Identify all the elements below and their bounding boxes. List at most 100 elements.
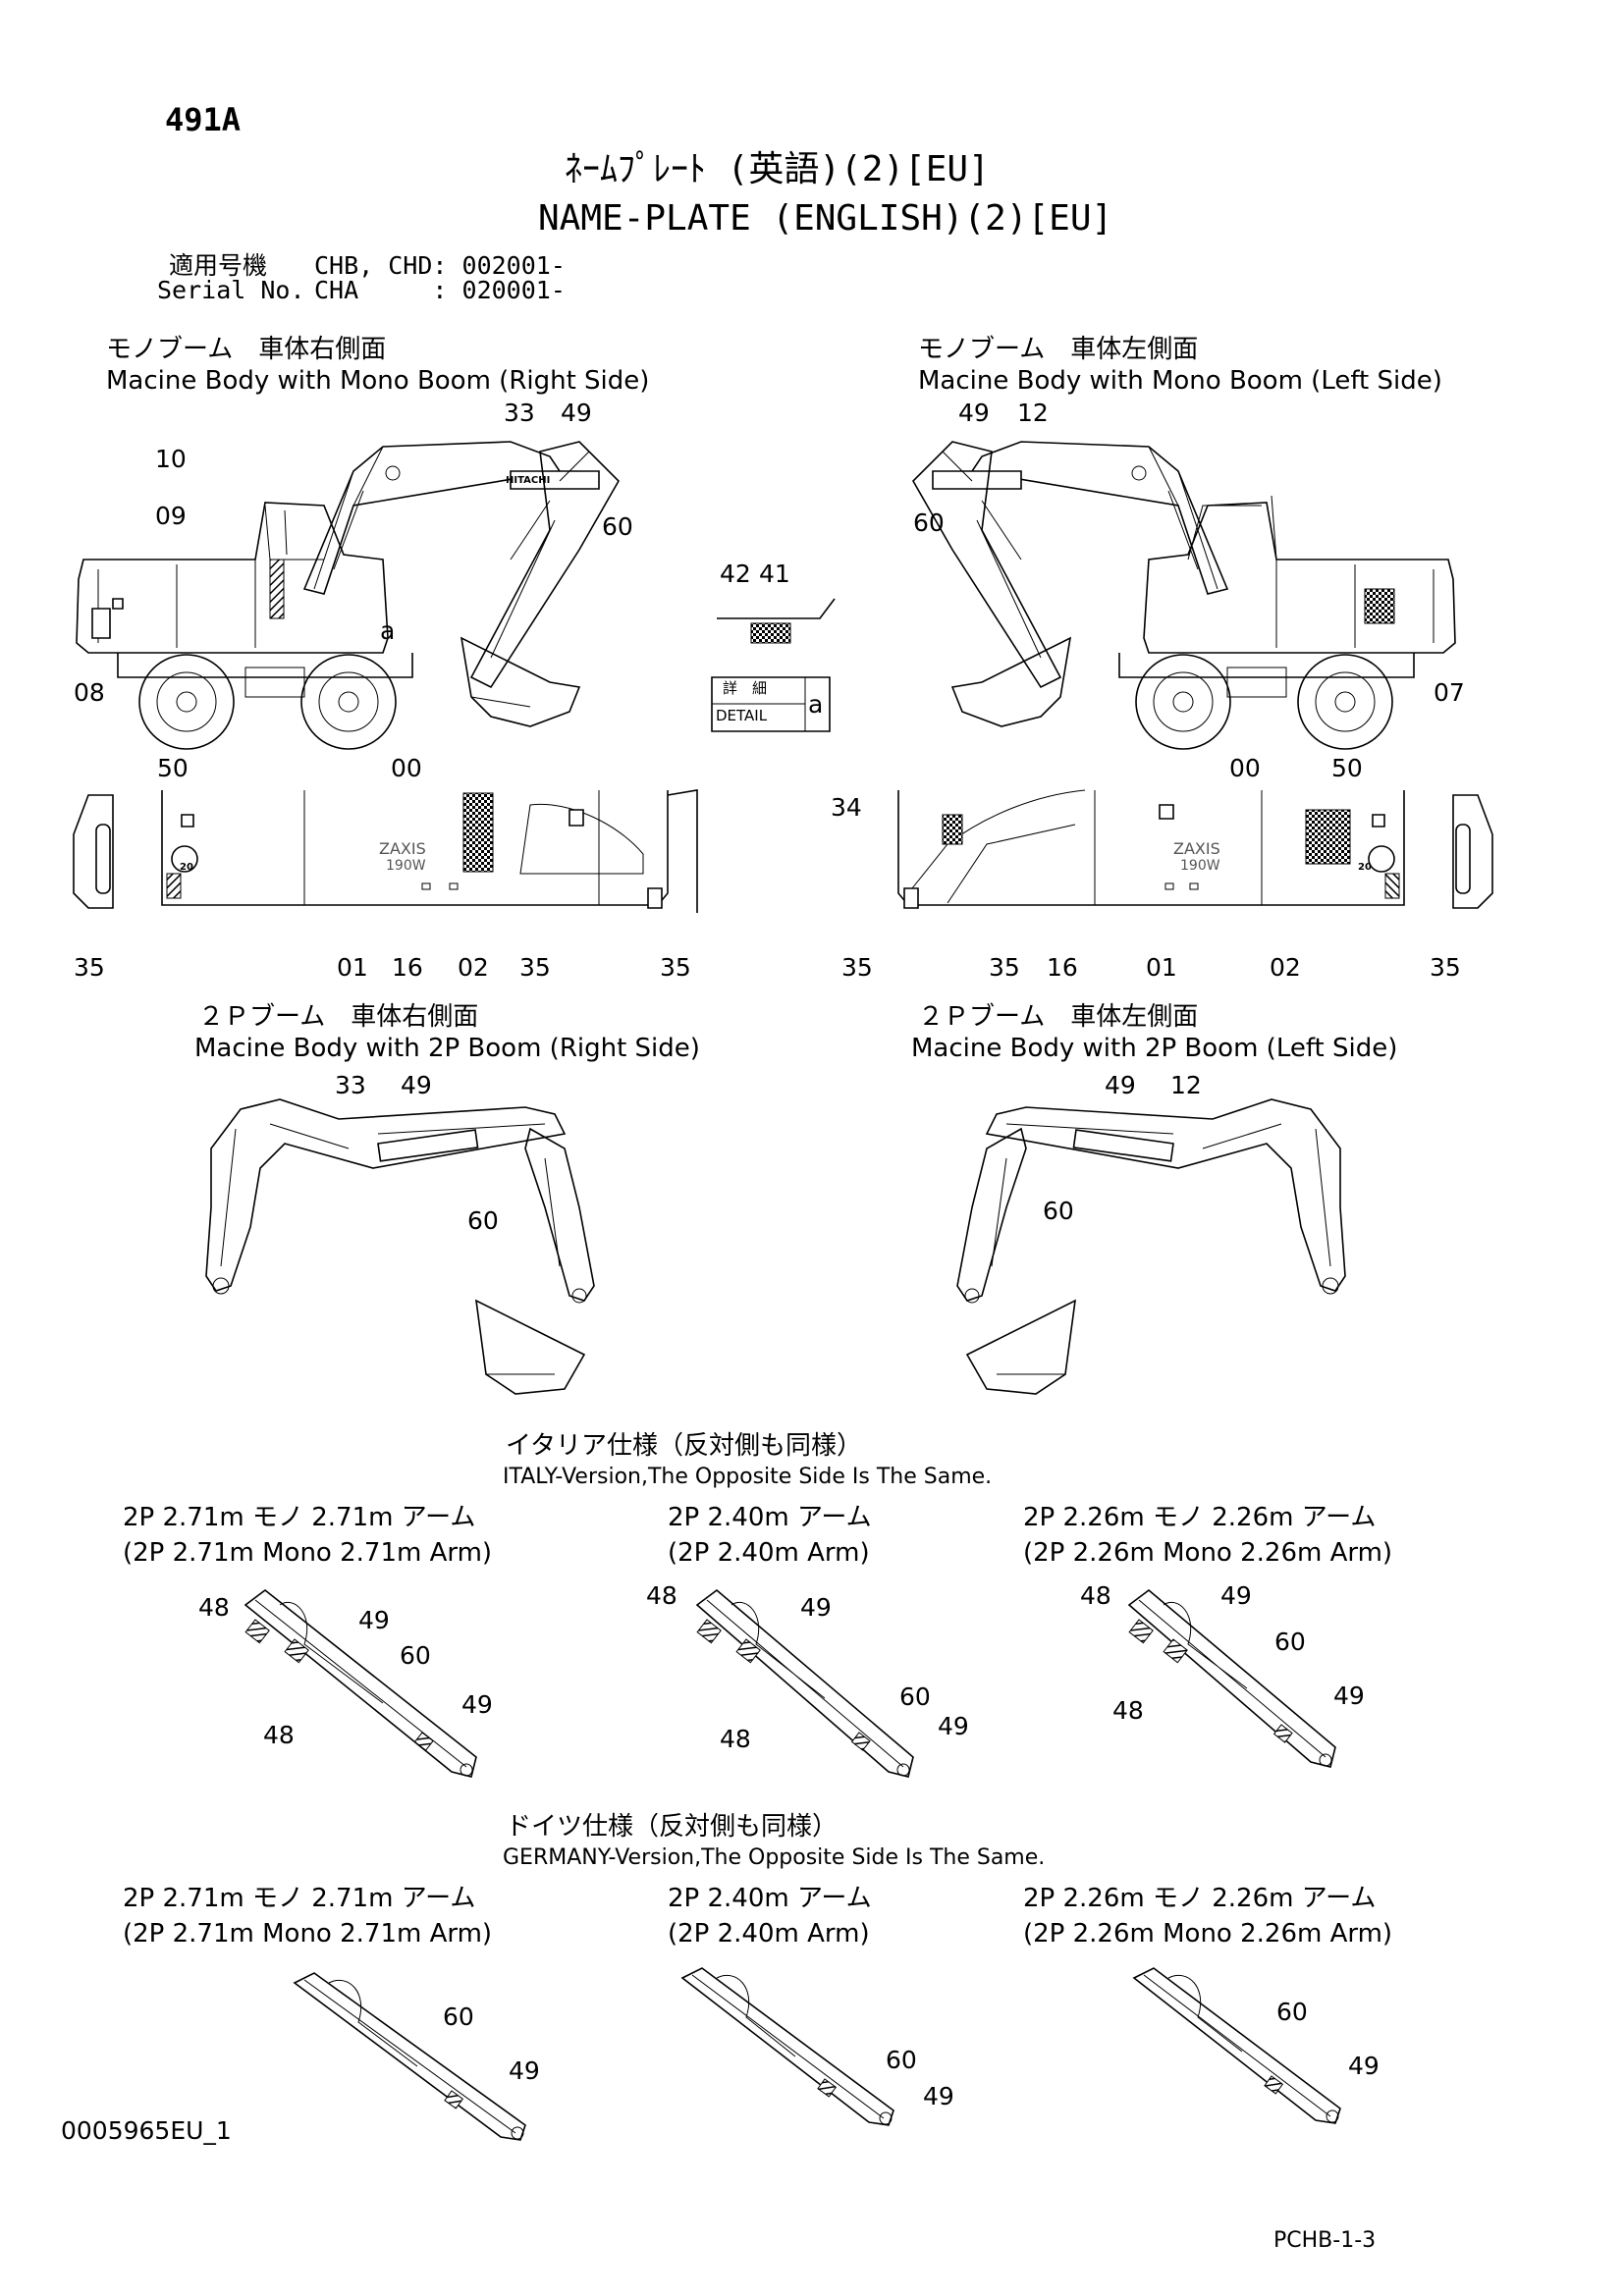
italy-arm-1-drawing xyxy=(236,1585,491,1791)
detail-ref: a xyxy=(808,690,824,719)
mono-right-title-jp: モノブーム 車体右側面 xyxy=(106,335,387,364)
callout-35: 35 xyxy=(1430,953,1461,982)
callout-01: 01 xyxy=(1146,953,1177,982)
callout-49: 49 xyxy=(1105,1071,1136,1099)
germany-title-en: GERMANY-Version,The Opposite Side Is The… xyxy=(503,1845,1046,1870)
callout-16: 16 xyxy=(1047,953,1078,982)
callout-60: 60 xyxy=(913,508,945,537)
callout-49: 49 xyxy=(561,399,592,427)
callout-50: 50 xyxy=(157,754,189,782)
page-reference: PCHB-1-3 xyxy=(1273,2228,1377,2253)
germany-variant-2-en: (2P 2.40m Arm) xyxy=(668,1919,870,1949)
germany-arm-1-drawing xyxy=(290,1968,535,2145)
callout-60: 60 xyxy=(886,2046,917,2074)
callout-35: 35 xyxy=(989,953,1020,982)
twop-boom-right-drawing xyxy=(191,1090,614,1404)
callout-49: 49 xyxy=(401,1071,432,1099)
italy-variant-1-jp: 2P 2.71m モノ 2.71m アーム xyxy=(123,1503,476,1532)
callout-60: 60 xyxy=(1274,1628,1306,1656)
callout-60: 60 xyxy=(1043,1197,1074,1225)
model-decal-line1: ZAXIS xyxy=(379,839,426,858)
callout-49: 49 xyxy=(800,1593,832,1622)
callout-35: 35 xyxy=(74,953,105,982)
callout-35: 35 xyxy=(519,953,551,982)
germany-arm-3-drawing xyxy=(1129,1963,1355,2130)
callout-60: 60 xyxy=(1276,1998,1308,2026)
callout-34: 34 xyxy=(831,793,862,822)
callout-41: 41 xyxy=(759,560,790,588)
applicability-line1-label: 適用号機 xyxy=(169,251,268,280)
callout-60: 60 xyxy=(899,1682,931,1711)
twop-left-title-jp: ２Ｐブーム 車体左側面 xyxy=(918,1002,1199,1032)
detail-a-drawing xyxy=(712,574,844,731)
callout-09: 09 xyxy=(155,502,187,530)
callout-48: 48 xyxy=(263,1721,295,1749)
callout-02: 02 xyxy=(458,953,489,982)
germany-variant-2-jp: 2P 2.40m アーム xyxy=(668,1884,872,1913)
callout-00: 00 xyxy=(391,754,422,782)
callout-02: 02 xyxy=(1270,953,1301,982)
italy-variant-2-en: (2P 2.40m Arm) xyxy=(668,1538,870,1568)
callout-49: 49 xyxy=(358,1606,390,1634)
title-english: NAME-PLATE (ENGLISH)(2)[EU] xyxy=(538,198,1113,239)
italy-variant-3-jp: 2P 2.26m モノ 2.26m アーム xyxy=(1023,1503,1377,1532)
callout-49: 49 xyxy=(923,2082,954,2110)
twop-right-title-en: Macine Body with 2P Boom (Right Side) xyxy=(194,1034,700,1063)
germany-title-jp: ドイツ仕様（反対側も同様） xyxy=(506,1812,839,1842)
germany-variant-3-jp: 2P 2.26m モノ 2.26m アーム xyxy=(1023,1884,1377,1913)
italy-arm-2-drawing xyxy=(687,1585,943,1791)
callout-12: 12 xyxy=(1170,1071,1202,1099)
callout-10: 10 xyxy=(155,445,187,473)
callout-16: 16 xyxy=(392,953,423,982)
mono-boom-left-side-drawing xyxy=(785,412,1492,756)
callout-33: 33 xyxy=(504,399,535,427)
italy-variant-1-en: (2P 2.71m Mono 2.71m Arm) xyxy=(123,1538,493,1568)
callout-49: 49 xyxy=(1348,2052,1380,2080)
germany-variant-1-jp: 2P 2.71m モノ 2.71m アーム xyxy=(123,1884,476,1913)
mono-boom-right-side-drawing xyxy=(59,412,766,756)
callout-60: 60 xyxy=(400,1641,431,1670)
twop-right-title-jp: ２Ｐブーム 車体右側面 xyxy=(198,1002,479,1032)
callout-49: 49 xyxy=(461,1690,493,1719)
germany-variant-3-en: (2P 2.26m Mono 2.26m Arm) xyxy=(1023,1919,1393,1949)
italy-title-jp: イタリア仕様（反対側も同様） xyxy=(506,1431,862,1461)
callout-a: a xyxy=(380,616,396,645)
mono-left-title-en: Macine Body with Mono Boom (Left Side) xyxy=(918,366,1442,396)
model-decal-line1: ZAXIS xyxy=(1173,839,1220,858)
callout-00: 00 xyxy=(1229,754,1261,782)
callout-01: 01 xyxy=(337,953,368,982)
model-decal-line2: 190W xyxy=(386,858,426,874)
italy-variant-2-jp: 2P 2.40m アーム xyxy=(668,1503,872,1532)
callout-49: 49 xyxy=(509,2056,540,2085)
callout-48: 48 xyxy=(646,1581,677,1610)
callout-60: 60 xyxy=(602,512,633,541)
twop-boom-left-drawing xyxy=(938,1090,1360,1404)
callout-08: 08 xyxy=(74,678,105,707)
applicability-line1-value: CHB, CHD: 002001- xyxy=(314,251,566,280)
germany-variant-1-en: (2P 2.71m Mono 2.71m Arm) xyxy=(123,1919,493,1949)
callout-49: 49 xyxy=(938,1712,969,1740)
upper-structure-left-drawing xyxy=(869,785,1497,933)
callout-07: 07 xyxy=(1434,678,1465,707)
applicability-line2-label: Serial No. xyxy=(157,276,305,304)
mono-left-title-jp: モノブーム 車体左側面 xyxy=(918,335,1199,364)
upper-structure-right-drawing xyxy=(69,785,697,933)
callout-42: 42 xyxy=(720,560,751,588)
title-japanese: ﾈｰﾑﾌﾟﾚｰﾄ (英語)(2)[EU] xyxy=(565,149,990,189)
detail-label-jp: 詳 細 xyxy=(723,679,768,697)
callout-60: 60 xyxy=(443,2002,474,2031)
callout-48: 48 xyxy=(1080,1581,1111,1610)
callout-49: 49 xyxy=(1333,1682,1365,1710)
part-code: 0005965EU_1 xyxy=(61,2116,232,2145)
callout-35: 35 xyxy=(841,953,873,982)
applicability-line2-value: CHA : 020001- xyxy=(314,276,566,304)
boom-brand-decal: HITACHI xyxy=(506,475,551,486)
italy-variant-3-en: (2P 2.26m Mono 2.26m Arm) xyxy=(1023,1538,1393,1568)
detail-label-en: DETAIL xyxy=(716,707,768,724)
speed-decal: 20 xyxy=(1358,862,1372,873)
speed-decal: 20 xyxy=(180,862,193,873)
italy-title-en: ITALY-Version,The Opposite Side Is The S… xyxy=(503,1465,993,1489)
callout-33: 33 xyxy=(335,1071,366,1099)
mono-right-title-en: Macine Body with Mono Boom (Right Side) xyxy=(106,366,650,396)
model-decal-line2: 190W xyxy=(1180,858,1220,874)
